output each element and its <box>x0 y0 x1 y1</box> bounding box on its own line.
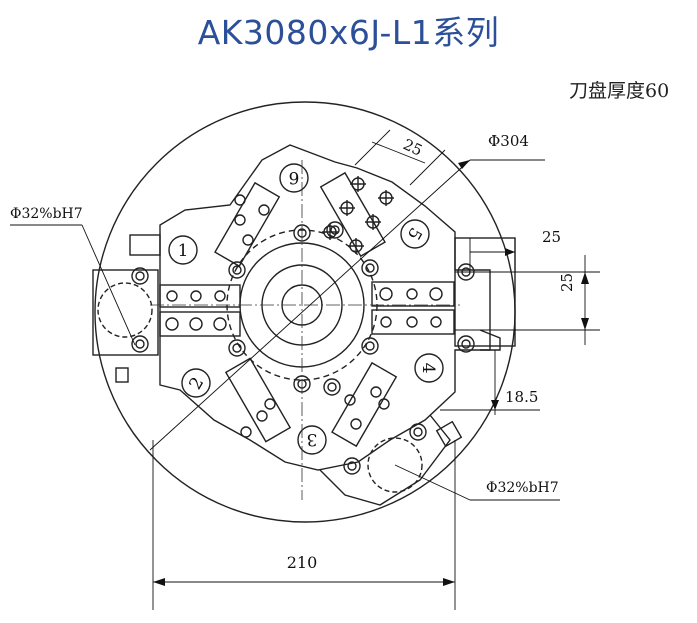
station-circle-2 <box>181 368 211 398</box>
station-number-2: 2 <box>185 374 208 393</box>
left-small-block <box>115 367 129 383</box>
dim-dia-disc: Φ304 <box>488 132 529 150</box>
holder-lower-left <box>224 357 292 443</box>
station-circle-3 <box>297 425 327 455</box>
holder-left-lower <box>159 311 241 337</box>
station-number-6: 6 <box>289 167 300 187</box>
dim-dia-bore-left: Φ32%bH7 <box>10 206 83 222</box>
dim-pitch-diag: 25 <box>400 135 425 159</box>
left-clamp <box>92 269 159 356</box>
dim-offset-small: 18.5 <box>505 388 538 406</box>
dim-dia-bore-right: Φ32%bH7 <box>486 480 559 496</box>
crosshair-holes <box>322 176 394 254</box>
bore-left <box>97 282 153 338</box>
page-title: AK3080x6J-L1系列 <box>197 13 500 52</box>
mounting-holes <box>131 221 475 475</box>
dim-offset-right-h: 25 <box>542 228 561 246</box>
holder-right-lower <box>371 309 455 335</box>
lower-right-tab <box>435 420 463 448</box>
body-outline <box>159 144 491 471</box>
holder-left-upper <box>159 284 241 308</box>
holder-right-upper <box>371 281 455 307</box>
right-clamp <box>454 237 516 347</box>
holder-screws <box>165 194 443 438</box>
station-circle-1 <box>168 235 198 265</box>
station-number-1: 1 <box>178 241 189 261</box>
station-circle-4 <box>414 353 444 383</box>
holder-lower-right <box>331 361 398 448</box>
lower-right-block <box>319 414 451 506</box>
station-circle-5 <box>400 219 430 249</box>
bore-right <box>367 437 423 493</box>
holder-upper-left <box>214 181 281 268</box>
station-number-3: 3 <box>307 429 318 449</box>
holder-upper-right <box>319 171 386 258</box>
thickness-note: 刀盘厚度60 <box>569 80 670 102</box>
station-number-5: 5 <box>403 224 426 243</box>
dim-width-bottom: 210 <box>287 553 318 572</box>
station-circle-6 <box>279 163 309 193</box>
station-number-4: 4 <box>418 363 438 374</box>
dim-offset-right-v: 25 <box>558 273 576 292</box>
left-tab <box>129 234 161 256</box>
right-clamp-detail <box>479 329 501 351</box>
